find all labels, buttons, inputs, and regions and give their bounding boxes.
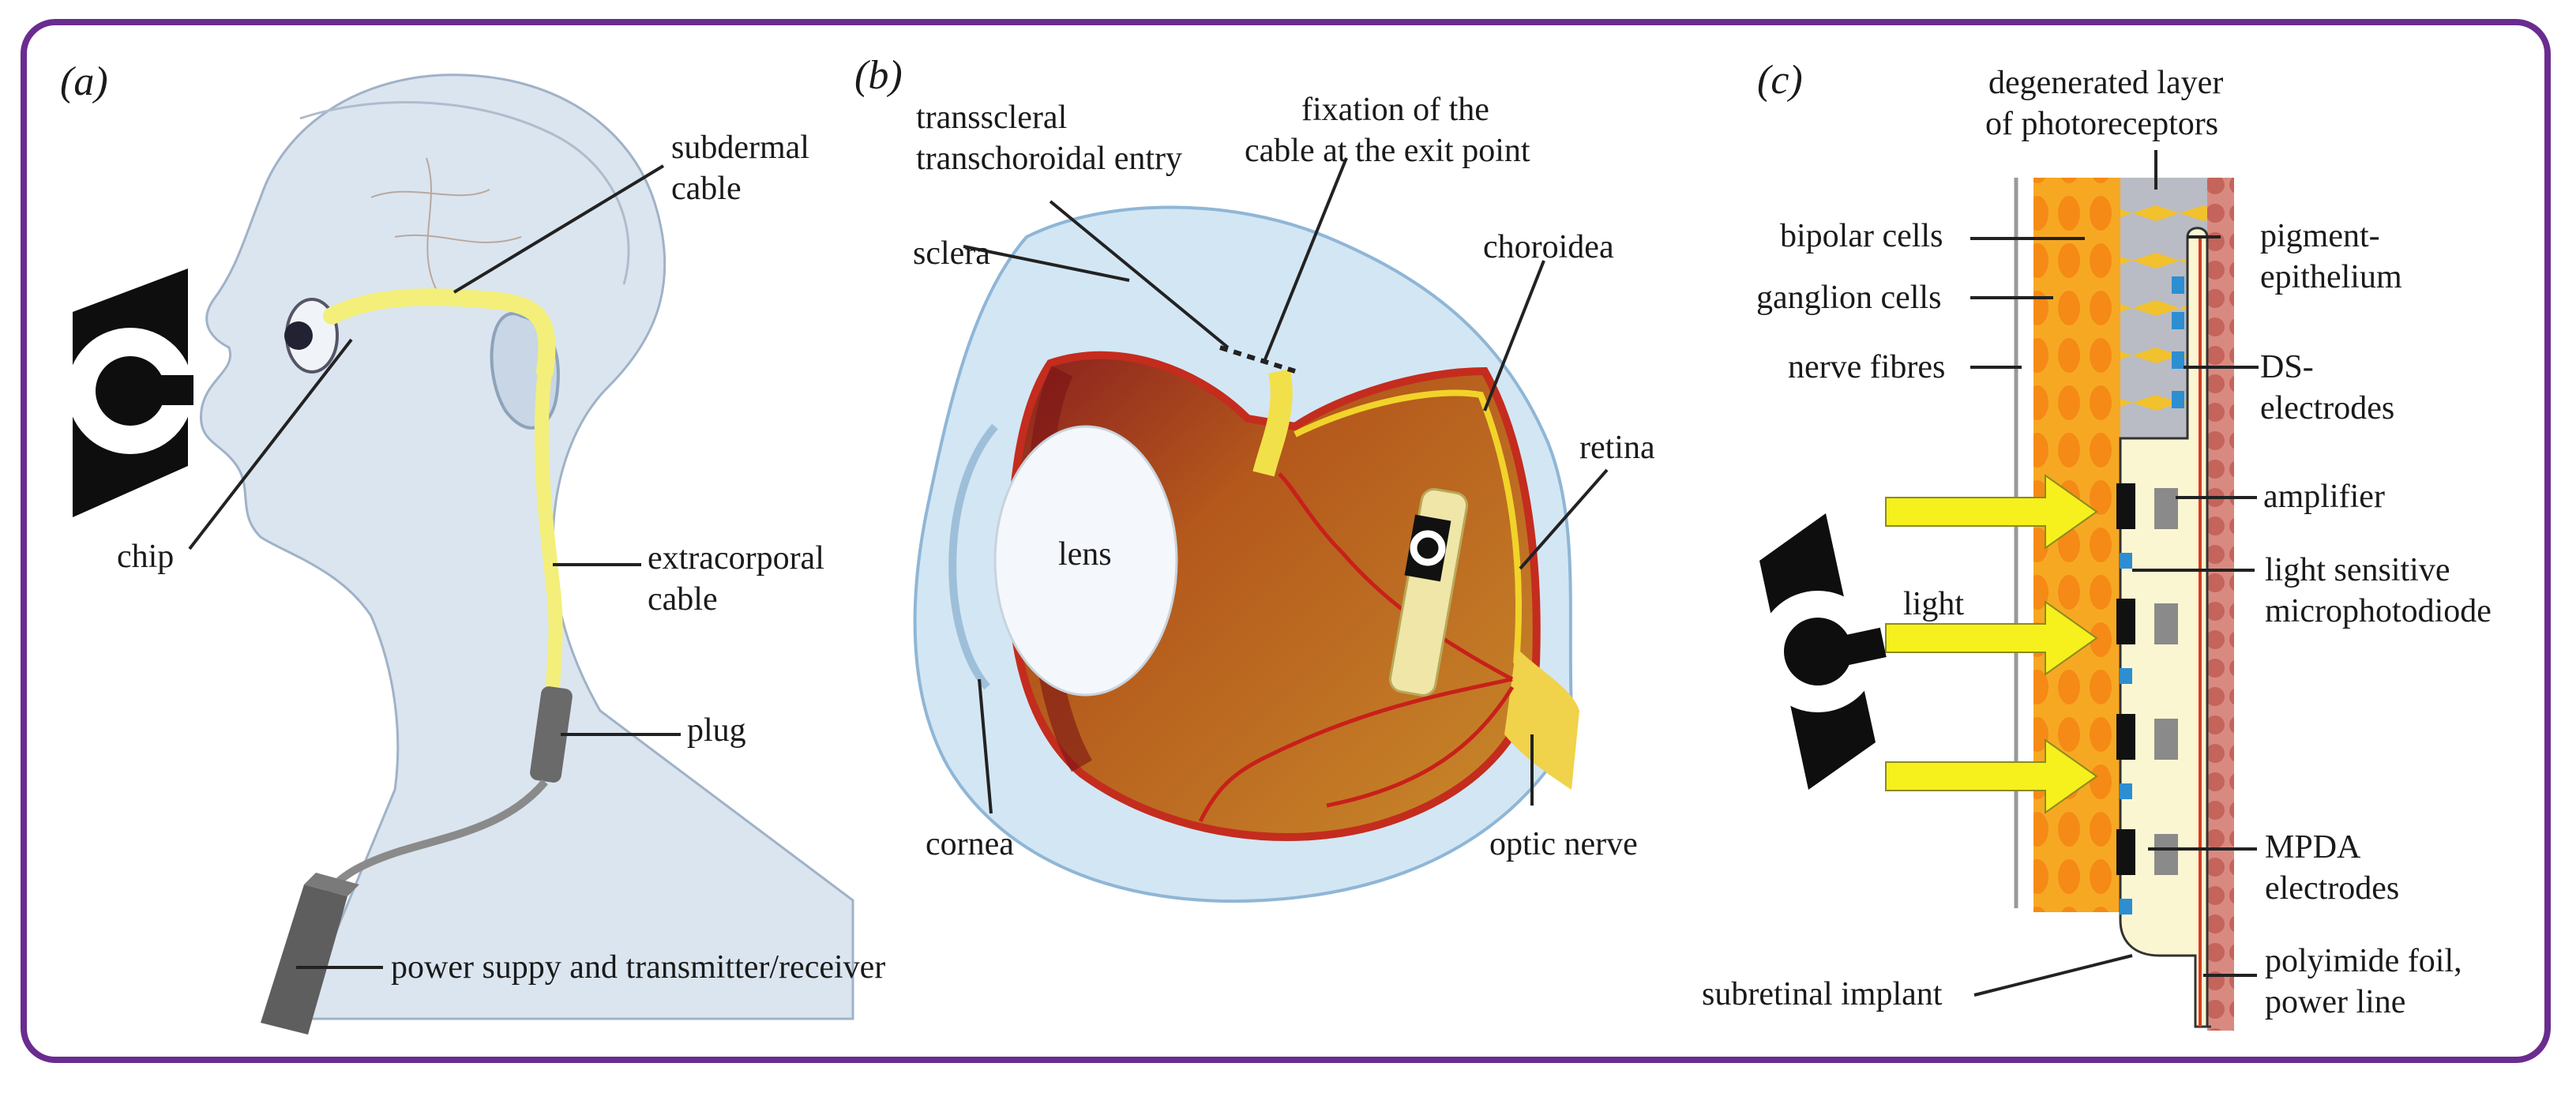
leader-chip xyxy=(188,338,353,550)
label-cornea: cornea xyxy=(926,826,1014,862)
implant-strip xyxy=(1388,487,1469,697)
label-ds-1: DS- xyxy=(2260,349,2314,385)
subdermal-cable xyxy=(323,288,556,380)
pupil xyxy=(284,321,313,350)
label-pigment-1: pigment- xyxy=(2260,218,2380,254)
label-light-sensitive-2: microphotodiode xyxy=(2265,593,2492,629)
label-amplifier: amplifier xyxy=(2263,479,2385,515)
leader-subretinal xyxy=(1973,954,2133,997)
label-fixation-2: cable at the exit point xyxy=(1245,133,1530,169)
label-lens: lens xyxy=(1058,536,1112,573)
label-power: power suppy and transmitter/receiver xyxy=(391,949,885,986)
panel-b: (b) transscleral tra xyxy=(854,53,1655,903)
label-extracorporal-2: cable xyxy=(648,581,718,618)
panel-b-letter: (b) xyxy=(854,53,903,98)
label-fixation-1: fixation of the xyxy=(1301,92,1489,128)
panel-a-letter: (a) xyxy=(60,59,108,104)
photodiode-units xyxy=(2116,483,2178,915)
label-chip: chip xyxy=(117,539,174,575)
transscleral-cable xyxy=(1252,369,1293,477)
label-transscleral-1: transscleral xyxy=(916,100,1067,136)
label-degenerated-1: degenerated layer xyxy=(1988,65,2223,101)
label-transscleral-2: transchoroidal entry xyxy=(916,141,1182,177)
plug xyxy=(530,686,573,783)
cornea xyxy=(948,423,998,690)
label-light-sensitive-1: light sensitive xyxy=(2265,552,2450,588)
label-subretinal: subretinal implant xyxy=(1702,976,1943,1012)
label-ganglion: ganglion cells xyxy=(1756,280,1941,316)
label-extracorporal-1: extracorporal xyxy=(648,540,824,577)
label-plug: plug xyxy=(687,712,746,749)
label-polyimide-1: polyimide foil, xyxy=(2265,943,2462,979)
c-optotype-card-c xyxy=(1757,513,1887,790)
leader-cornea xyxy=(978,678,993,814)
label-mpda-2: electrodes xyxy=(2265,870,2399,907)
leader-fixation xyxy=(1262,157,1348,364)
label-mpda-1: MPDA xyxy=(2265,829,2361,866)
optic-nerve xyxy=(1504,648,1579,790)
label-subdermal-1: subdermal xyxy=(671,130,809,166)
label-light: light xyxy=(1903,586,1964,622)
label-polyimide-2: power line xyxy=(2265,984,2405,1020)
extracorporal-cable xyxy=(534,364,563,702)
label-ds-2: electrodes xyxy=(2260,390,2394,426)
label-choroidea: choroidea xyxy=(1483,229,1614,265)
leader-sclera xyxy=(963,245,1130,282)
power-supply xyxy=(261,885,347,1035)
label-bipolar: bipolar cells xyxy=(1780,218,1943,254)
label-optic-nerve: optic nerve xyxy=(1489,826,1638,862)
light-arrows xyxy=(1885,474,2098,814)
lens xyxy=(993,425,1178,697)
panel-c-letter: (c) xyxy=(1757,58,1803,103)
leader-choroidea xyxy=(1483,260,1545,411)
label-subdermal-2: cable xyxy=(671,171,742,207)
label-nerve-fibres: nerve fibres xyxy=(1788,349,1945,385)
retina-layer xyxy=(1294,389,1522,664)
label-retina: retina xyxy=(1579,430,1655,466)
panel-a: (a) subdermal cable xyxy=(60,59,885,1035)
c-optotype-card-a xyxy=(67,269,193,517)
leader-retina xyxy=(1519,468,1609,570)
label-pigment-2: epithelium xyxy=(2260,259,2402,295)
skull-line xyxy=(299,101,630,285)
ds-electrodes xyxy=(2172,276,2184,408)
label-degenerated-2: of photoreceptors xyxy=(1985,106,2218,142)
power-supply-top xyxy=(304,873,359,896)
brain-vessels xyxy=(370,157,522,301)
label-sclera: sclera xyxy=(913,235,990,272)
pigment-epithelium xyxy=(2207,178,2234,1031)
leader-transscleral xyxy=(1049,200,1230,349)
leader-subdermal xyxy=(452,164,665,294)
panel-c: (c) xyxy=(1702,58,2492,1031)
